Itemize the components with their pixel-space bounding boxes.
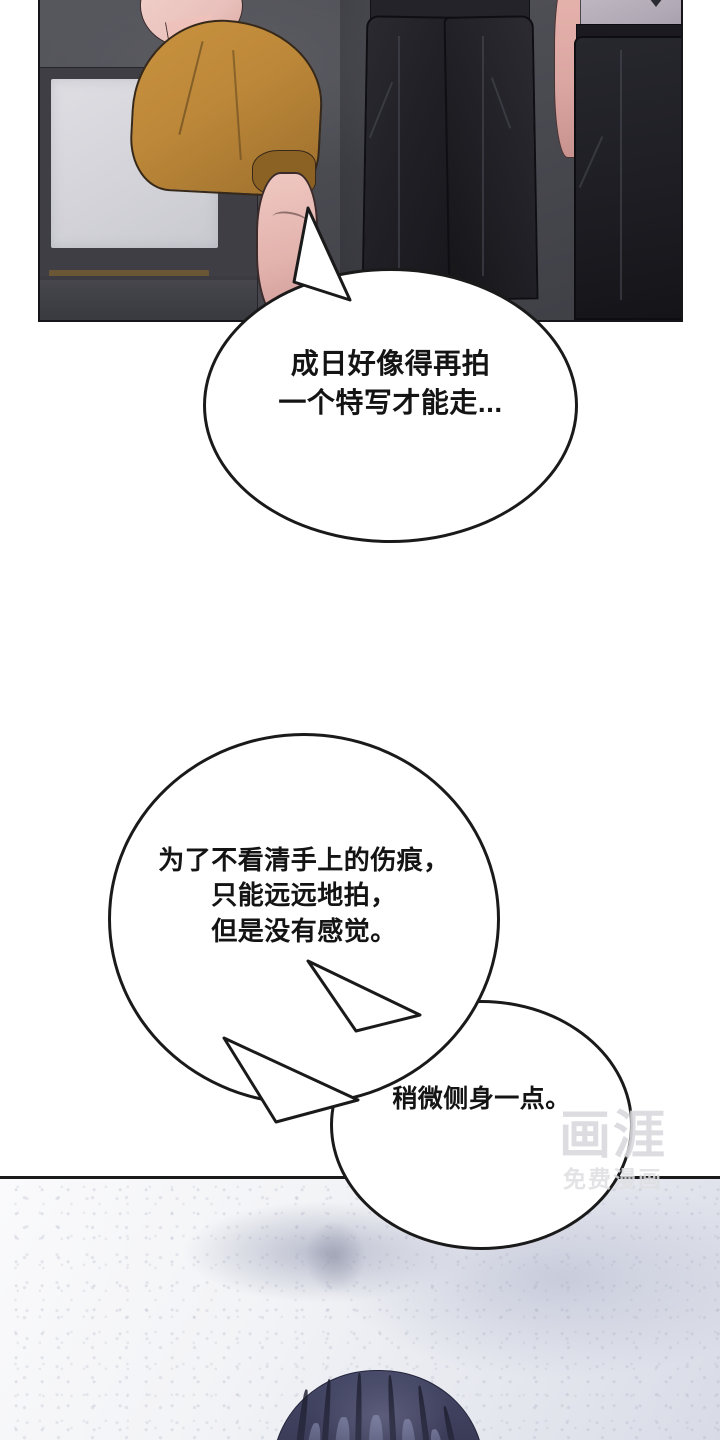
trouser-crease <box>482 36 484 276</box>
speech-bubble-2: 为了不看清手上的伤痕， 只能远远地拍， 但是没有感觉。 <box>108 733 500 1105</box>
hair-strand <box>287 1389 310 1440</box>
hair-highlight <box>400 1418 419 1440</box>
hair-highlight <box>333 1416 351 1440</box>
monitor-accent-strip <box>49 270 209 276</box>
hair <box>272 1370 484 1440</box>
trousers <box>574 36 681 320</box>
trouser-crease <box>620 50 622 300</box>
hair-strand <box>386 1374 402 1440</box>
shirt-collar <box>639 0 673 7</box>
speech-bubble-1: 成日好像得再拍 一个特写才能走... <box>203 268 578 543</box>
character-middle <box>360 0 539 301</box>
hair-highlight <box>369 1415 383 1440</box>
character-right <box>554 0 681 320</box>
character-head-from-behind <box>272 1370 484 1440</box>
speech-bubble-1-text: 成日好像得再拍 一个特写才能走... <box>278 348 503 418</box>
hair-strand <box>441 1405 471 1440</box>
monitor-base <box>40 280 257 320</box>
bubble-2-tail <box>306 959 422 1033</box>
comic-panel-top <box>38 0 683 322</box>
speech-bubble-3-text: 稍微侧身一点。 <box>392 1085 571 1113</box>
hair-highlight <box>428 1428 449 1440</box>
hair-strand <box>353 1372 363 1440</box>
speech-bubble-3: 稍微侧身一点。 <box>330 1000 633 1250</box>
hair-highlight <box>303 1422 323 1440</box>
trouser-crease <box>398 36 400 276</box>
wall-smudge <box>305 1221 365 1293</box>
bubble-3-tail <box>222 1036 360 1124</box>
bubble-1-tail <box>292 206 352 302</box>
trouser-right-leg <box>443 15 539 301</box>
speech-bubble-2-text: 为了不看清手上的伤痕， 只能远远地拍， 但是没有感觉。 <box>158 844 450 946</box>
